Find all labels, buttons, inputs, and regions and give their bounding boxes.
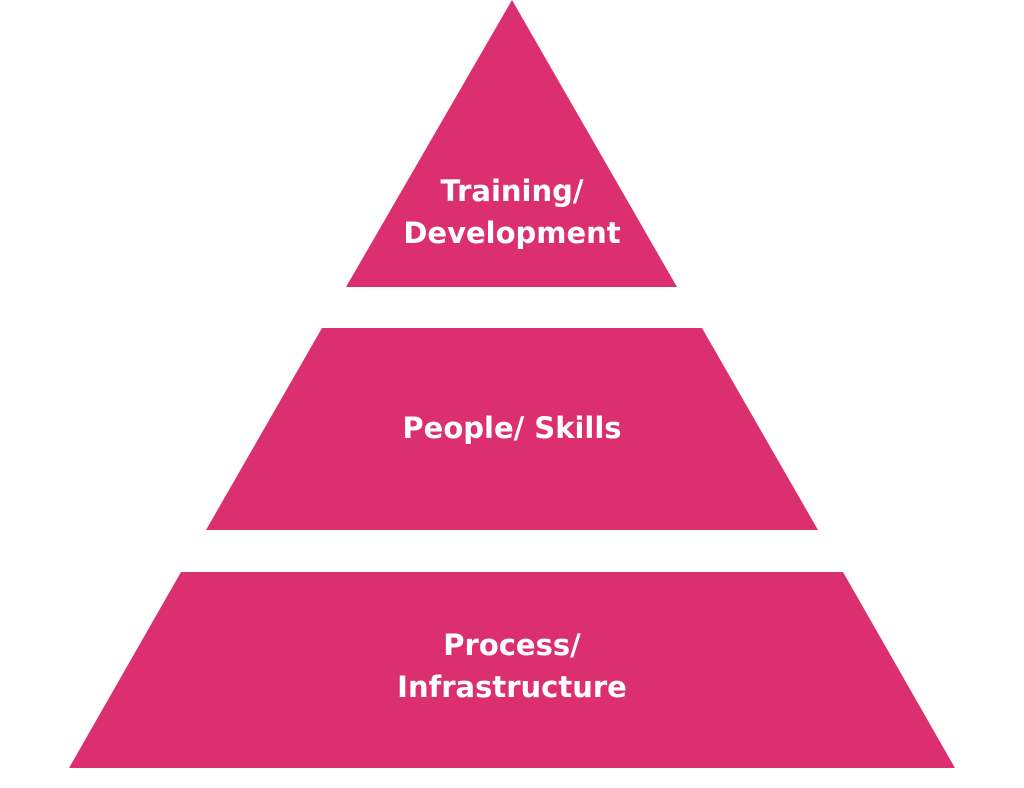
tier-label-line: People/ Skills bbox=[402, 411, 622, 445]
pyramid-tier-bottom bbox=[69, 572, 955, 768]
tier-label-people-skills: People/ Skills bbox=[0, 407, 1024, 449]
tier-label-line: Infrastructure bbox=[397, 670, 627, 704]
pyramid-tier-top bbox=[346, 0, 677, 287]
tier-label-line: Development bbox=[403, 216, 621, 250]
tier-label-training-development: Training/ Development bbox=[0, 170, 1024, 254]
tier-label-line: Process/ bbox=[443, 628, 581, 662]
tier-label-process-infrastructure: Process/ Infrastructure bbox=[0, 624, 1024, 708]
tier-label-line: Training/ bbox=[440, 174, 584, 208]
pyramid-tier-middle bbox=[206, 328, 818, 530]
